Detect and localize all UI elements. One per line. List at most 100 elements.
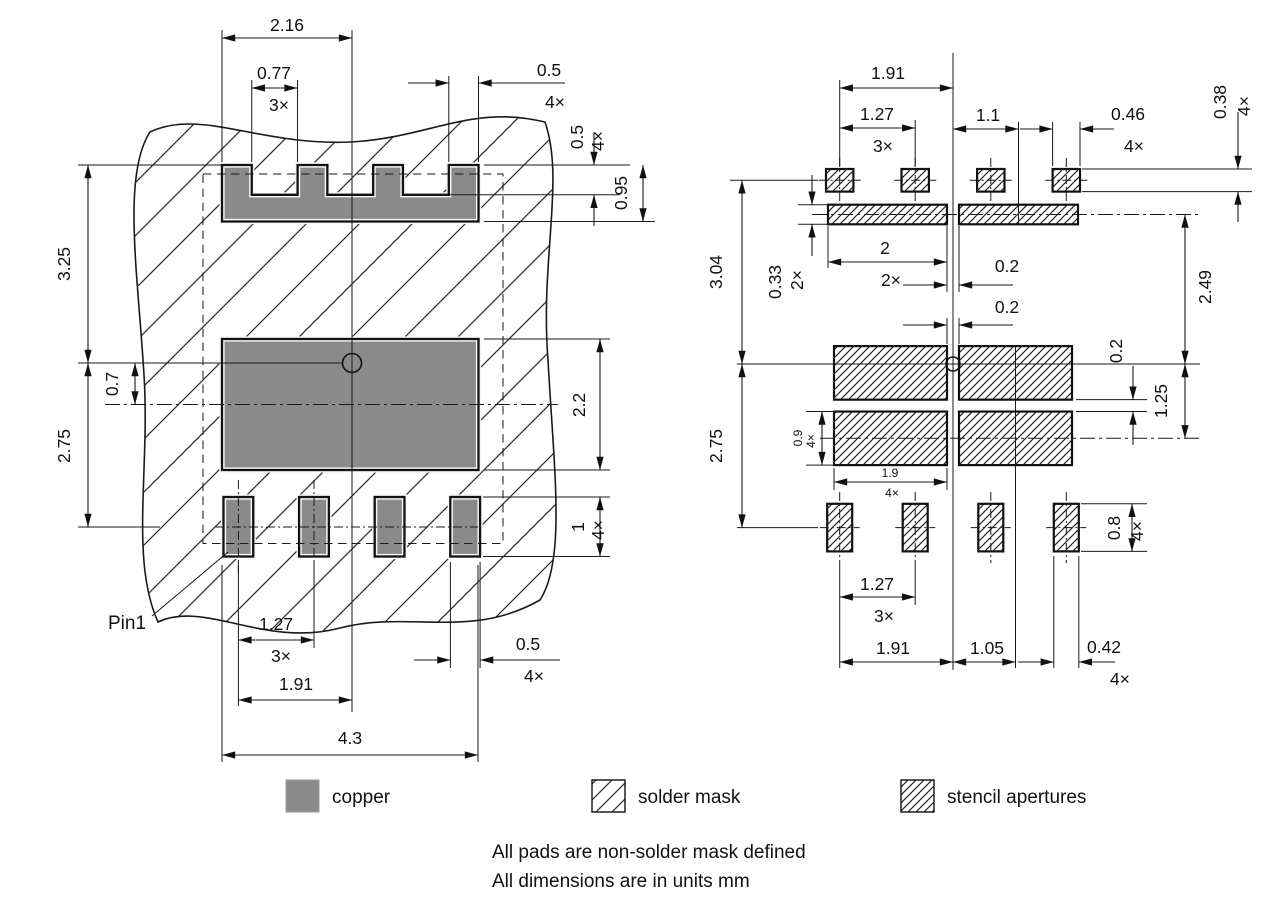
svg-text:0.5: 0.5 bbox=[567, 125, 587, 149]
center-aperture bbox=[832, 345, 949, 401]
legend-solder-mask-swatch bbox=[591, 779, 626, 813]
svg-text:1.9: 1.9 bbox=[882, 466, 899, 480]
svg-text:3×: 3× bbox=[874, 606, 894, 626]
board-outline bbox=[133, 115, 557, 634]
dim-bottom-pad-width: 0.5 4× bbox=[414, 562, 560, 686]
svg-text:2: 2 bbox=[880, 238, 890, 258]
dim-tooth-width: 0.5 4× bbox=[408, 60, 565, 162]
svg-text:1.91: 1.91 bbox=[876, 638, 910, 658]
dim-aperture-height: 0.9 4× bbox=[791, 411, 836, 466]
svg-text:0.46: 0.46 bbox=[1111, 104, 1145, 124]
bar-aperture bbox=[957, 203, 1080, 226]
right-view: 1.91 1.27 3× 1.1 0.46 4× 0. bbox=[706, 53, 1254, 689]
svg-text:3×: 3× bbox=[269, 95, 289, 115]
dim-top-first-to-center: 1.91 bbox=[839, 63, 954, 166]
svg-text:1.91: 1.91 bbox=[279, 674, 313, 694]
dim-pin1-to-center: 1.91 bbox=[238, 674, 353, 704]
svg-text:3×: 3× bbox=[873, 136, 893, 156]
svg-text:0.2: 0.2 bbox=[995, 297, 1019, 317]
component-outline bbox=[202, 173, 504, 544]
svg-text:2.16: 2.16 bbox=[270, 15, 304, 35]
dim-aperture-gap: 0.2 bbox=[903, 297, 1019, 344]
dim-bottom-first-to-center: 1.91 bbox=[839, 638, 954, 666]
svg-text:0.9: 0.9 bbox=[791, 429, 805, 446]
svg-text:0.2: 0.2 bbox=[1106, 339, 1126, 363]
stencil-apertures bbox=[824, 167, 1082, 553]
svg-text:4×: 4× bbox=[1234, 96, 1254, 116]
dim-row-gap: 0.2 bbox=[1076, 339, 1147, 445]
svg-text:2.75: 2.75 bbox=[54, 429, 74, 463]
dim-top-pad-height: 0.95 bbox=[484, 164, 655, 222]
notes: All pads are non-solder mask defined All… bbox=[492, 842, 806, 892]
svg-text:1.05: 1.05 bbox=[970, 638, 1004, 658]
svg-text:1.25: 1.25 bbox=[1151, 384, 1171, 418]
dim-pad-aperture-width: 0.42 4× bbox=[1018, 556, 1130, 689]
legend-stencil-label: stencil apertures bbox=[947, 787, 1086, 808]
dim-center-offset: 0.7 bbox=[102, 362, 139, 405]
dim-pad-aperture-height: 0.8 4× bbox=[1081, 503, 1147, 552]
dim-upper-span-right-view: 3.04 bbox=[706, 179, 818, 365]
svg-text:4×: 4× bbox=[885, 486, 899, 500]
svg-text:2.49: 2.49 bbox=[1195, 270, 1215, 304]
svg-text:3.04: 3.04 bbox=[706, 255, 726, 289]
dim-center-to-lower-row: 1.25 bbox=[1151, 363, 1189, 439]
svg-text:0.95: 0.95 bbox=[611, 176, 631, 210]
svg-text:0.5: 0.5 bbox=[537, 60, 561, 80]
svg-text:4×: 4× bbox=[524, 666, 544, 686]
dim-bottom-pitch-right-view: 1.27 3× bbox=[839, 563, 916, 668]
svg-text:4×: 4× bbox=[1110, 669, 1130, 689]
aperture-centermarks bbox=[818, 158, 1088, 563]
legend: copper solder mask stencil apertures bbox=[285, 779, 1086, 813]
svg-text:4×: 4× bbox=[1127, 521, 1147, 541]
top-comb-pad-border bbox=[220, 163, 480, 223]
svg-text:2.2: 2.2 bbox=[569, 393, 589, 417]
center-aperture bbox=[957, 410, 1074, 467]
svg-text:0.33: 0.33 bbox=[765, 265, 785, 299]
svg-text:4×: 4× bbox=[1124, 136, 1144, 156]
dim-bar-gap: 0.2 bbox=[903, 226, 1019, 292]
left-view: 2.16 0.77 3× 0.5 4× 0.5 4× bbox=[54, 15, 655, 762]
dim-dot-height: 0.38 4× bbox=[1082, 85, 1254, 222]
svg-text:1.27: 1.27 bbox=[860, 574, 894, 594]
svg-text:0.8: 0.8 bbox=[1104, 516, 1124, 540]
dim-notch-depth: 0.5 4× bbox=[405, 125, 630, 226]
pin1-label: Pin1 bbox=[108, 613, 146, 634]
svg-text:0.7: 0.7 bbox=[102, 372, 122, 396]
svg-text:0.77: 0.77 bbox=[257, 63, 291, 83]
dim-bar-height: 0.33 2× bbox=[765, 175, 830, 299]
svg-text:4×: 4× bbox=[545, 92, 565, 112]
legend-stencil-swatch bbox=[900, 779, 935, 813]
svg-text:2×: 2× bbox=[787, 270, 807, 290]
dim-top-width: 2.16 bbox=[221, 15, 353, 162]
dim-bar-center-offset: 1.1 bbox=[952, 105, 1019, 133]
center-aperture bbox=[957, 345, 1074, 401]
svg-text:1.27: 1.27 bbox=[860, 104, 894, 124]
center-aperture bbox=[832, 410, 949, 467]
svg-text:0.2: 0.2 bbox=[995, 256, 1019, 276]
svg-text:4×: 4× bbox=[804, 434, 818, 448]
svg-text:2.75: 2.75 bbox=[706, 429, 726, 463]
svg-text:4.3: 4.3 bbox=[338, 728, 362, 748]
dim-lower-span: 2.75 bbox=[54, 362, 160, 528]
svg-text:0.38: 0.38 bbox=[1210, 85, 1230, 119]
dim-aperture-center-offset: 1.05 bbox=[952, 638, 1016, 666]
svg-text:1: 1 bbox=[568, 522, 588, 532]
legend-copper-swatch bbox=[285, 779, 320, 813]
svg-text:3.25: 3.25 bbox=[54, 247, 74, 281]
dim-bottom-pad-height: 1 4× bbox=[483, 496, 610, 557]
note-units: All dimensions are in units mm bbox=[492, 871, 750, 892]
dim-bar-width: 2 2× bbox=[827, 226, 948, 292]
svg-text:4×: 4× bbox=[588, 131, 608, 151]
dim-overall-width: 4.3 bbox=[221, 565, 479, 762]
dim-lower-span-right-view: 2.75 bbox=[706, 363, 746, 528]
svg-text:4×: 4× bbox=[588, 520, 608, 540]
pin1-callout: Pin1 bbox=[108, 551, 229, 634]
svg-text:0.42: 0.42 bbox=[1087, 637, 1121, 657]
dim-upper-span: 3.25 bbox=[54, 164, 222, 364]
dim-dot-width: 0.46 4× bbox=[1020, 104, 1145, 166]
dim-notch-pitch: 0.77 3× bbox=[251, 63, 299, 162]
svg-text:1.27: 1.27 bbox=[259, 614, 293, 634]
note-solder-mask: All pads are non-solder mask defined bbox=[492, 842, 806, 863]
